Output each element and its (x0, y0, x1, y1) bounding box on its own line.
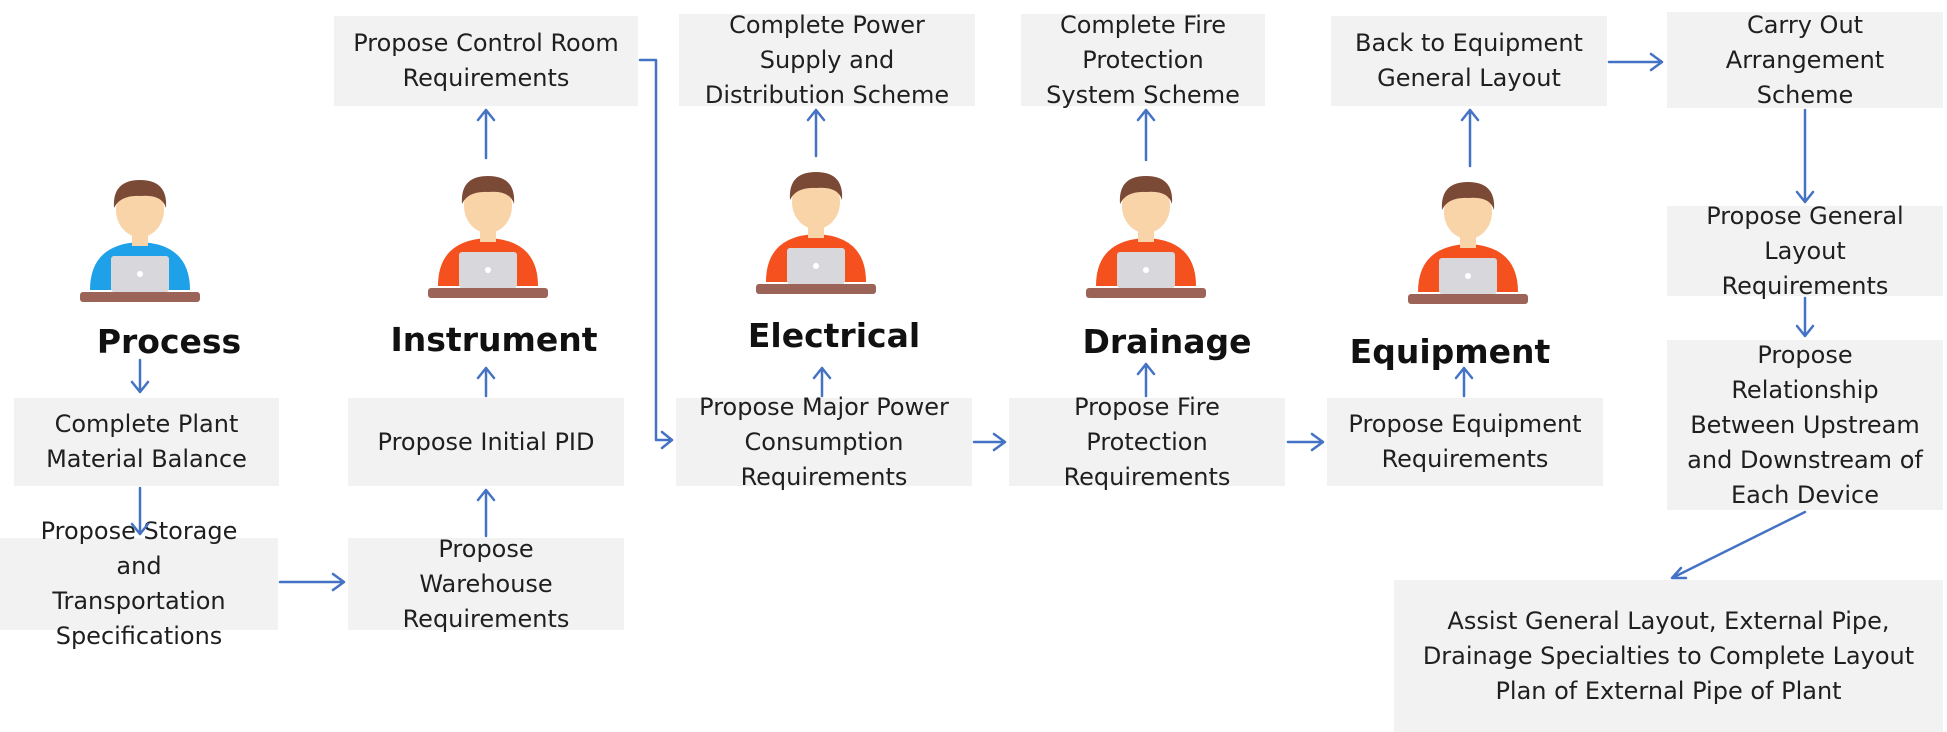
arrow-arrangement-to-general-layout (1795, 108, 1815, 204)
arrow-electrical-to-power-supply (806, 108, 826, 158)
carry-out-arrangement-text: Carry Out Arrangement Scheme (1725, 10, 1885, 109)
propose-initial-pid-text: Propose Initial PID (377, 427, 595, 456)
person-at-laptop-icon (756, 172, 876, 294)
arrow-material-to-storage (130, 486, 150, 536)
arrow-major-power-to-fire-protection (972, 432, 1007, 452)
arrow-back-layout-to-arrangement (1607, 52, 1664, 72)
arrow-equipment-box-to-equipment (1454, 366, 1474, 398)
propose-control-room-text: Propose Control Room Requirements (353, 29, 619, 92)
propose-relationship-text: Propose Relationship Between Upstream an… (1687, 340, 1923, 509)
back-to-equipment-layout-text: Back to Equipment General Layout (1355, 29, 1583, 92)
person-at-laptop-icon (1408, 182, 1528, 304)
role-instrument: Instrument (390, 320, 598, 359)
role-electrical: Electrical (747, 316, 921, 355)
assist-general-layout-box: Assist General Layout, External Pipe, Dr… (1394, 580, 1943, 732)
propose-initial-pid-box: Propose Initial PID (348, 398, 624, 486)
person-at-laptop-icon (80, 180, 200, 302)
arrow-relationship-to-assist (1670, 510, 1807, 580)
complete-fire-protection-text: Complete Fire Protection System Scheme (1046, 10, 1240, 109)
propose-warehouse-box: Propose Warehouse Requirements (348, 535, 624, 633)
arrow-pid-to-instrument (476, 366, 496, 398)
arrow-control-room-to-major-power (638, 58, 674, 450)
arrow-warehouse-to-pid (476, 488, 496, 538)
person-at-laptop-icon (428, 176, 548, 298)
arrow-major-power-to-electrical (812, 366, 832, 398)
person-at-laptop-icon (1086, 176, 1206, 298)
complete-plant-material-balance-box: Complete Plant Material Balance (14, 398, 279, 486)
role-process: Process (96, 322, 242, 361)
complete-fire-protection-box: Complete Fire Protection System Scheme (1021, 11, 1265, 109)
propose-relationship-box: Propose Relationship Between Upstream an… (1667, 340, 1943, 510)
arrow-process-to-material-balance (130, 358, 150, 394)
propose-equipment-box: Propose Equipment Requirements (1327, 398, 1603, 486)
propose-general-layout-box: Propose General Layout Requirements (1667, 202, 1943, 300)
arrow-instrument-to-control-room (476, 108, 496, 160)
propose-major-power-text: Propose Major Power Consumption Requirem… (699, 392, 949, 491)
propose-major-power-box: Propose Major Power Consumption Requirem… (676, 393, 972, 491)
propose-fire-protection-box: Propose Fire Protection Requirements (1009, 393, 1285, 491)
arrow-fire-to-drainage (1136, 362, 1156, 398)
propose-fire-protection-text: Propose Fire Protection Requirements (1063, 392, 1231, 491)
role-drainage: Drainage (1082, 322, 1252, 361)
propose-equipment-text: Propose Equipment Requirements (1348, 410, 1582, 473)
role-equipment: Equipment (1349, 332, 1551, 371)
carry-out-arrangement-box: Carry Out Arrangement Scheme (1667, 11, 1943, 109)
arrow-drainage-to-fire-scheme (1136, 108, 1156, 162)
propose-warehouse-text: Propose Warehouse Requirements (402, 534, 570, 633)
arrow-equipment-to-back-layout (1460, 108, 1480, 168)
arrow-general-layout-to-relationship (1795, 296, 1815, 338)
propose-control-room-box: Propose Control Room Requirements (334, 16, 638, 106)
complete-power-supply-box: Complete Power Supply and Distribution S… (679, 11, 975, 109)
arrow-fire-to-equipment (1286, 432, 1325, 452)
arrow-storage-to-warehouse (278, 572, 346, 592)
assist-general-layout-text: Assist General Layout, External Pipe, Dr… (1422, 606, 1915, 705)
complete-plant-material-balance-text: Complete Plant Material Balance (46, 410, 247, 473)
propose-general-layout-text: Propose General Layout Requirements (1706, 201, 1904, 300)
complete-power-supply-text: Complete Power Supply and Distribution S… (704, 10, 950, 109)
back-to-equipment-layout-box: Back to Equipment General Layout (1331, 16, 1607, 106)
